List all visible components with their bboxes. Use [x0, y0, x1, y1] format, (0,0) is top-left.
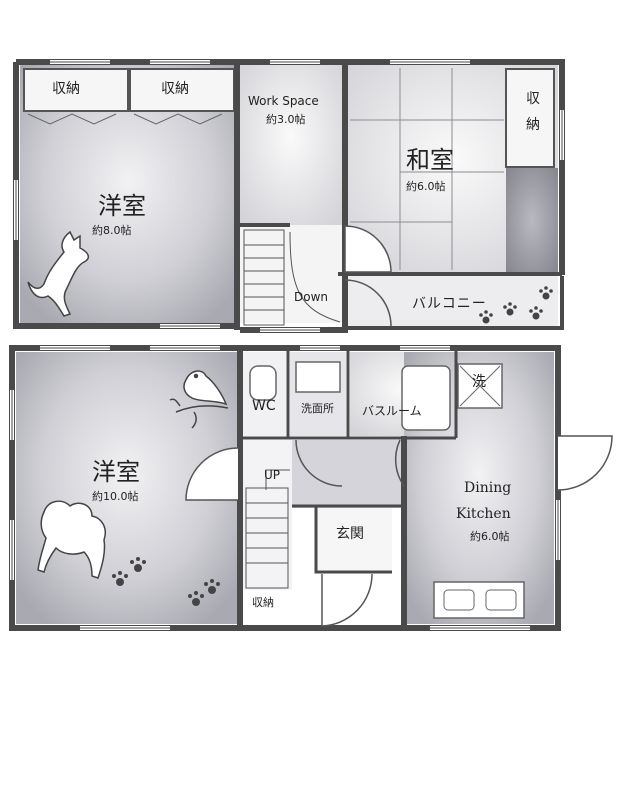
balcony-label: バルコニー: [412, 296, 487, 312]
upper-storage-left: [23, 68, 129, 112]
bathroom-label: バスルーム: [362, 404, 422, 418]
kitchen-sink: [443, 589, 475, 611]
upper-western-room-name: 洋室: [98, 192, 146, 220]
japanese-alcove: [506, 168, 558, 273]
upper-stairwell: [240, 225, 342, 323]
bird-on-branch-icon: [169, 370, 229, 429]
lower-western-room-name: 洋室: [92, 458, 140, 486]
work-space-name: Work Space: [248, 94, 319, 108]
dining-label: Dining: [464, 480, 512, 496]
upper-stairs-down-label: Down: [294, 290, 329, 304]
upper-storage-right: [129, 68, 235, 112]
entrance-label: 玄関: [336, 526, 364, 542]
toilet: [249, 365, 277, 401]
upper-storage-right-label: 収納: [161, 81, 189, 97]
upper-western-room-size: 約8.0帖: [92, 224, 132, 237]
washroom-label: 洗面所: [301, 402, 334, 415]
work-space-size: 約3.0帖: [266, 113, 306, 126]
entrance-area: [316, 508, 392, 570]
paw-prints-icon: [112, 286, 553, 606]
dog-silhouette-icon: [37, 500, 106, 579]
wc-label: WC: [252, 398, 276, 414]
japanese-room-name: 和室: [406, 146, 454, 174]
cat-silhouette-icon: [27, 230, 90, 317]
lower-storage-label: 収納: [252, 596, 274, 609]
japanese-storage: [505, 68, 555, 168]
lower-western-room-size: 約10.0帖: [92, 490, 139, 503]
stove: [485, 589, 517, 611]
japanese-room-size: 約6.0帖: [406, 180, 446, 193]
laundry-label: 洗: [472, 374, 486, 390]
upper-work-space: [240, 65, 342, 225]
bathtub: [401, 365, 451, 431]
kitchen-label: Kitchen: [456, 506, 511, 522]
lower-stairs-up-label: UP: [264, 468, 281, 482]
kitchen-counter: [433, 581, 525, 619]
lower-floor: [9, 345, 613, 631]
upper-floor: [13, 59, 565, 333]
japanese-storage-label: 収納: [526, 91, 540, 133]
dining-kitchen-size: 約6.0帖: [470, 530, 510, 543]
lower-stairs: [245, 469, 290, 589]
lower-stairs-area: [242, 440, 292, 590]
wash-basin: [295, 361, 341, 393]
upper-stairs: [243, 229, 341, 326]
upper-storage-left-label: 収納: [52, 81, 80, 97]
